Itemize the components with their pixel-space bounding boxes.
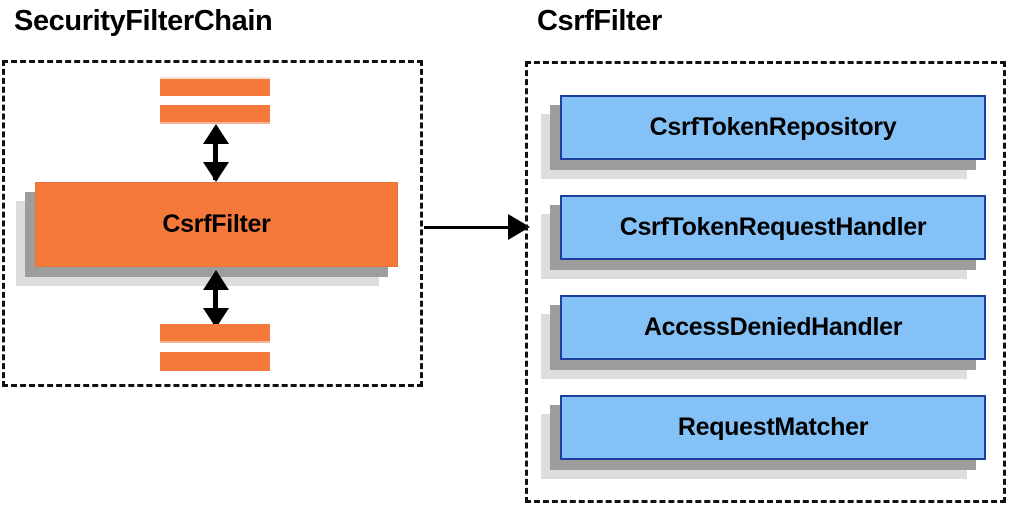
collaborator-label: RequestMatcher bbox=[677, 413, 869, 441]
collaborator-face: CsrfTokenRepository bbox=[560, 95, 986, 160]
filter-stub-below-2 bbox=[160, 352, 270, 371]
csrf-filter-box[interactable]: CsrfFilter bbox=[16, 182, 398, 286]
collaborator-box-request-matcher[interactable]: RequestMatcher bbox=[541, 395, 986, 479]
arrow-below-shaft bbox=[213, 274, 218, 326]
right-panel-title: CsrfFilter bbox=[537, 5, 662, 37]
collaborator-label: CsrfTokenRepository bbox=[649, 113, 897, 141]
collaborator-face: AccessDeniedHandler bbox=[560, 295, 986, 360]
arrow-above-head-up bbox=[203, 124, 229, 144]
csrf-filter-face: CsrfFilter bbox=[35, 182, 398, 267]
collaborator-box-csrf-token-repository[interactable]: CsrfTokenRepository bbox=[541, 95, 986, 179]
collaborator-face: RequestMatcher bbox=[560, 395, 986, 460]
collaborator-face: CsrfTokenRequestHandler bbox=[560, 195, 986, 260]
security-filter-chain-panel bbox=[2, 60, 423, 387]
connector-arrowhead-icon bbox=[508, 214, 543, 240]
arrow-above-shaft bbox=[213, 128, 218, 180]
left-panel-title: SecurityFilterChain bbox=[14, 5, 273, 37]
filter-stub-above-2 bbox=[160, 105, 270, 124]
arrow-above-head-down bbox=[203, 162, 229, 182]
arrow-below-head-down bbox=[203, 308, 229, 328]
filter-stub-below-1 bbox=[160, 324, 270, 343]
collaborator-box-access-denied-handler[interactable]: AccessDeniedHandler bbox=[541, 295, 986, 379]
arrow-below-head-up bbox=[203, 270, 229, 290]
collaborator-label: CsrfTokenRequestHandler bbox=[619, 213, 927, 241]
csrf-filter-label: CsrfFilter bbox=[162, 210, 271, 238]
connector-line bbox=[424, 226, 510, 229]
collaborator-box-csrf-token-request-handler[interactable]: CsrfTokenRequestHandler bbox=[541, 195, 986, 279]
filter-stub-above-1 bbox=[160, 77, 270, 96]
collaborator-label: AccessDeniedHandler bbox=[643, 313, 903, 341]
csrf-filter-collaborators-panel bbox=[525, 61, 1006, 503]
